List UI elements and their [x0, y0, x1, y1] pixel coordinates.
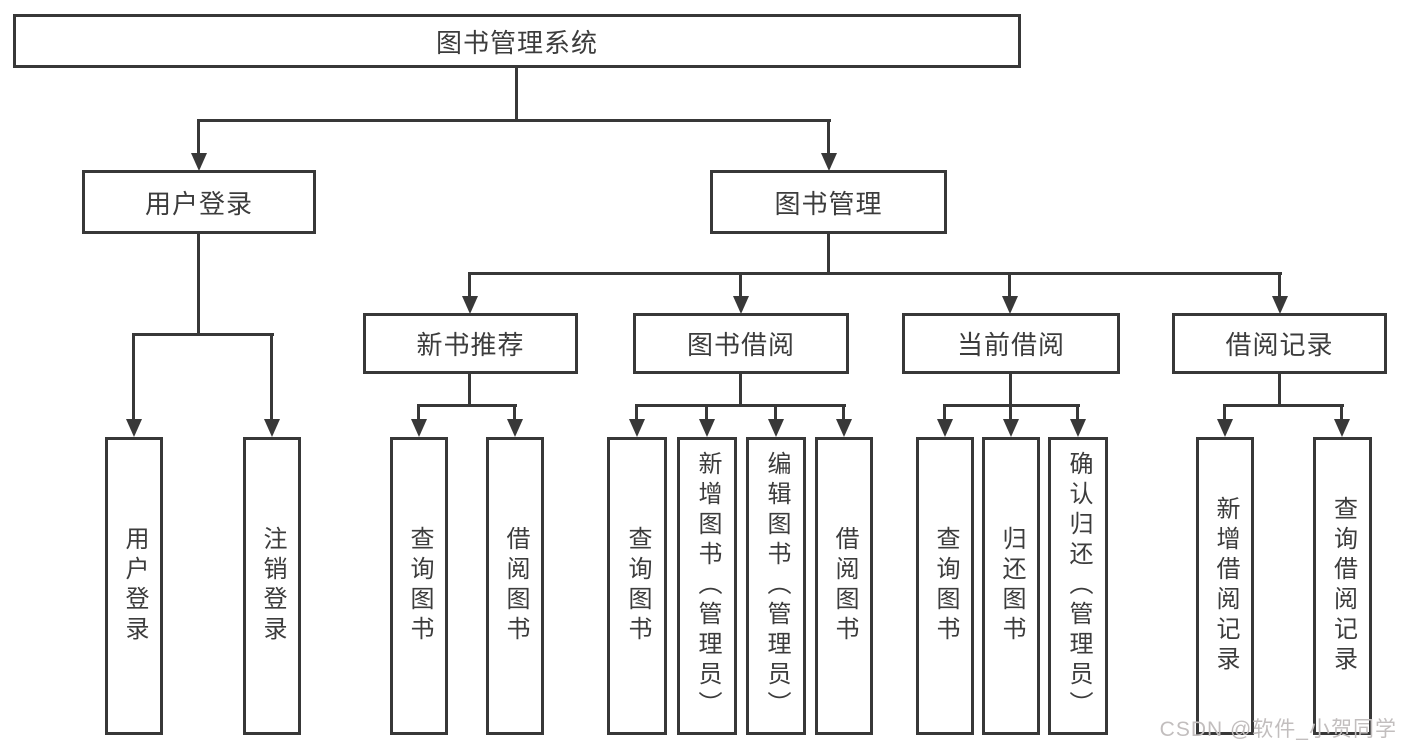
- leaf-label: 确认归还（管理员）: [1065, 451, 1092, 721]
- connector-line: [417, 404, 517, 407]
- connector-line: [270, 333, 273, 421]
- leaf-query-books-current: 查询图书: [916, 437, 974, 735]
- connector-line: [197, 234, 200, 336]
- connector-line: [1009, 404, 1012, 422]
- leaf-borrow-books: 借阅图书: [815, 437, 873, 735]
- node-borrowing-records: 借阅记录: [1172, 313, 1387, 374]
- connector-line: [1278, 272, 1281, 298]
- arrow-down-icon: [768, 419, 784, 437]
- connector-line: [197, 119, 831, 122]
- node-book-management: 图书管理: [710, 170, 947, 234]
- connector-line: [705, 404, 708, 422]
- connector-line: [132, 333, 274, 336]
- arrow-down-icon: [126, 419, 142, 437]
- arrow-down-icon: [733, 296, 749, 314]
- arrow-down-icon: [1070, 419, 1086, 437]
- node-new-book-recommendation: 新书推荐: [363, 313, 578, 374]
- leaf-label: 查询图书: [932, 526, 959, 646]
- leaf-add-borrow-record: 新增借阅记录: [1196, 437, 1254, 735]
- arrow-down-icon: [1217, 419, 1233, 437]
- node-book-management-system: 图书管理系统: [13, 14, 1021, 68]
- connector-line: [739, 374, 742, 407]
- leaf-query-borrow-record: 查询借阅记录: [1313, 437, 1372, 735]
- node-book-borrowing: 图书借阅: [633, 313, 849, 374]
- leaf-borrow-books-recommend: 借阅图书: [486, 437, 544, 735]
- connector-line: [1009, 374, 1012, 407]
- leaf-label: 用户登录: [121, 526, 148, 646]
- leaf-query-books-borrowing: 查询图书: [607, 437, 667, 735]
- connector-line: [197, 119, 200, 156]
- arrow-down-icon: [821, 153, 837, 171]
- leaf-confirm-return-admin: 确认归还（管理员）: [1048, 437, 1108, 735]
- connector-line: [827, 119, 830, 156]
- leaf-label: 查询图书: [624, 526, 651, 646]
- connector-line: [1223, 404, 1226, 422]
- leaf-edit-books-admin: 编辑图书（管理员）: [746, 437, 806, 735]
- leaf-add-books-admin: 新增图书（管理员）: [677, 437, 737, 735]
- leaf-label: 借阅图书: [502, 526, 529, 646]
- arrow-down-icon: [1003, 419, 1019, 437]
- connector-line: [842, 404, 845, 422]
- arrow-down-icon: [1334, 419, 1350, 437]
- connector-line: [739, 272, 742, 298]
- node-current-borrowing: 当前借阅: [902, 313, 1120, 374]
- leaf-label: 注销登录: [259, 526, 286, 646]
- node-user-login: 用户登录: [82, 170, 316, 234]
- arrow-down-icon: [462, 296, 478, 314]
- leaf-return-books: 归还图书: [982, 437, 1040, 735]
- leaf-label: 编辑图书（管理员）: [763, 451, 790, 721]
- leaf-label: 新增借阅记录: [1212, 496, 1239, 676]
- connector-line: [468, 374, 471, 407]
- arrow-down-icon: [1002, 296, 1018, 314]
- leaf-logout: 注销登录: [243, 437, 301, 735]
- arrow-down-icon: [507, 419, 523, 437]
- arrow-down-icon: [629, 419, 645, 437]
- arrow-down-icon: [191, 153, 207, 171]
- connector-line: [774, 404, 777, 422]
- connector-line: [1076, 404, 1079, 422]
- connector-line: [635, 404, 846, 407]
- connector-line: [468, 272, 1282, 275]
- leaf-label: 归还图书: [998, 526, 1025, 646]
- leaf-user-login: 用户登录: [105, 437, 163, 735]
- arrow-down-icon: [1272, 296, 1288, 314]
- connector-line: [1008, 272, 1011, 298]
- arrow-down-icon: [411, 419, 427, 437]
- connector-line: [943, 404, 946, 422]
- leaf-label: 新增图书（管理员）: [694, 451, 721, 721]
- connector-line: [1340, 404, 1343, 422]
- arrow-down-icon: [937, 419, 953, 437]
- connector-line: [132, 333, 135, 421]
- csdn-watermark: CSDN @软件_小贺同学: [1159, 718, 1397, 741]
- connector-line: [468, 272, 471, 298]
- arrow-down-icon: [264, 419, 280, 437]
- connector-line: [417, 404, 420, 422]
- connector-line: [1223, 404, 1344, 407]
- arrow-down-icon: [699, 419, 715, 437]
- connector-line: [635, 404, 638, 422]
- connector-line: [827, 234, 830, 275]
- leaf-label: 查询图书: [406, 526, 433, 646]
- connector-line: [515, 68, 518, 121]
- leaf-label: 借阅图书: [831, 526, 858, 646]
- leaf-label: 查询借阅记录: [1329, 496, 1357, 676]
- leaf-query-books-recommend: 查询图书: [390, 437, 448, 735]
- connector-line: [513, 404, 516, 422]
- connector-line: [1278, 374, 1281, 407]
- arrow-down-icon: [836, 419, 852, 437]
